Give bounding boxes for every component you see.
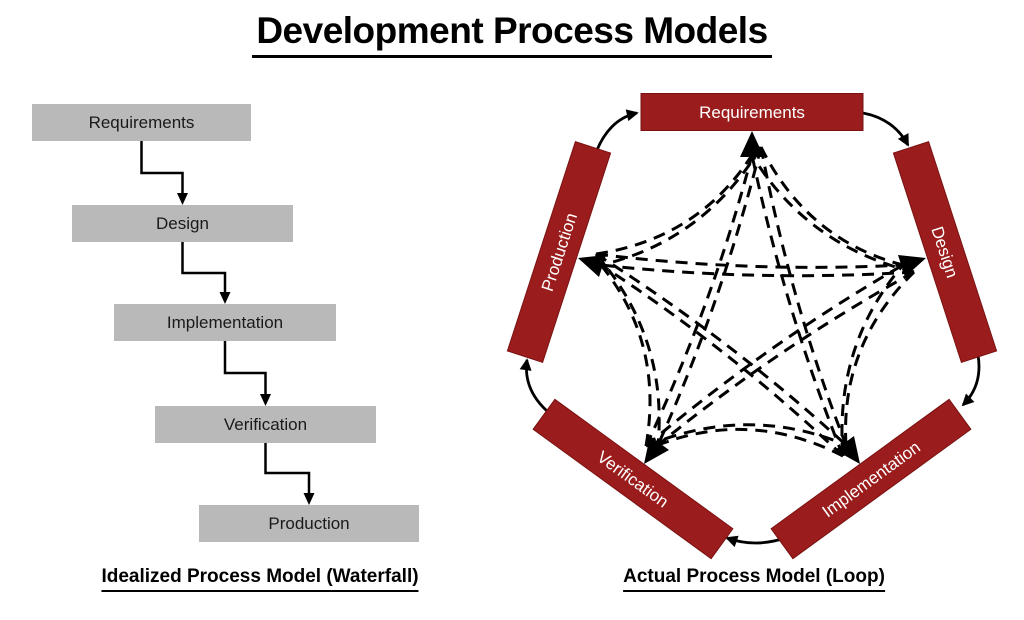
waterfall-diagram: Requirements Design Implementation Verif… [32,104,419,542]
loop-arrow-production-to-requirements [595,109,639,151]
loop-node-requirements: Requirements [640,93,864,131]
loop-node-implementation: Implementation [770,398,972,560]
waterfall-box [32,104,251,141]
dashed-arrow [750,154,915,274]
waterfall-box [114,304,336,341]
waterfall-box [199,505,419,542]
dashed-arrow [645,423,847,448]
waterfall-step-design: Design [72,205,293,242]
waterfall-connector [223,341,267,395]
dashed-arrow [840,264,905,457]
waterfall-box [72,205,293,242]
arrowhead-icon [177,193,188,205]
dashed-arrow [600,146,763,267]
waterfall-step-implementation: Implementation [114,304,336,341]
dashed-arrow [657,270,915,447]
page-title: Development Process Models [0,10,1024,58]
waterfall-step-requirements: Requirements [32,104,251,141]
dashed-arrow [600,263,915,278]
dashed-arrow [594,253,661,446]
loop-arrow-verification-to-production [519,358,548,413]
dashed-arrow [656,146,763,446]
loop-caption-text: Actual Process Model (Loop) [623,566,885,592]
loop-caption: Actual Process Model (Loop) [623,566,885,592]
dashed-arrow [644,154,754,447]
loop-arrow-implementation-to-verification [725,535,786,548]
waterfall-connector [264,443,311,494]
loop-node-label: Requirements [699,103,805,122]
dashed-arrow [759,146,848,446]
page-title-text: Development Process Models [252,10,772,58]
dashed-arrow [645,263,904,448]
waterfall-box [155,406,376,443]
loop-node-design: Design [892,141,998,363]
loop-box [770,398,972,560]
big-arrowhead-icon [578,255,606,277]
waterfall-step-label: Production [268,514,349,533]
waterfall-caption: Idealized Process Model (Waterfall) [101,566,419,592]
loop-arrow-requirements-to-design [862,111,910,147]
waterfall-caption-text: Idealized Process Model (Waterfall) [101,566,419,592]
dashed-arrow [595,252,904,269]
loop-diagram: Requirements Design Implementation Verif… [506,93,998,560]
arrowhead-icon [260,394,271,406]
waterfall-step-label: Design [156,214,209,233]
loop-box [532,398,734,560]
loop-arrow-design-to-implementation [961,354,981,407]
big-arrowhead-icon [835,436,860,464]
dashed-arrow [657,427,844,458]
loop-node-production: Production [506,141,612,363]
big-arrowhead-icon [644,436,669,464]
loop-dashed-network [594,146,916,458]
dashed-arrow [595,252,848,447]
dashed-arrow [759,146,904,267]
loop-node-label: Implementation [819,438,924,522]
dashed-arrow [599,264,652,447]
dashed-arrow [595,154,754,256]
arrowhead-icon [219,292,231,304]
dashed-arrow [844,270,916,446]
loop-box [892,141,998,363]
big-arrowhead-icon [740,131,764,157]
waterfall-connector [140,141,184,194]
dashed-arrow [600,263,845,458]
waterfall-step-verification: Verification [155,406,376,443]
waterfall-step-label: Implementation [167,313,283,332]
loop-box [640,93,864,131]
big-arrowhead-icon [898,255,926,277]
waterfall-connector [181,242,227,293]
waterfall-step-production: Production [199,505,419,542]
arrowhead-icon [303,493,315,505]
waterfall-step-label: Requirements [89,113,195,132]
dashed-arrow [750,154,845,457]
loop-box [506,141,612,363]
loop-node-verification: Verification [532,398,734,560]
waterfall-step-label: Verification [224,415,307,434]
